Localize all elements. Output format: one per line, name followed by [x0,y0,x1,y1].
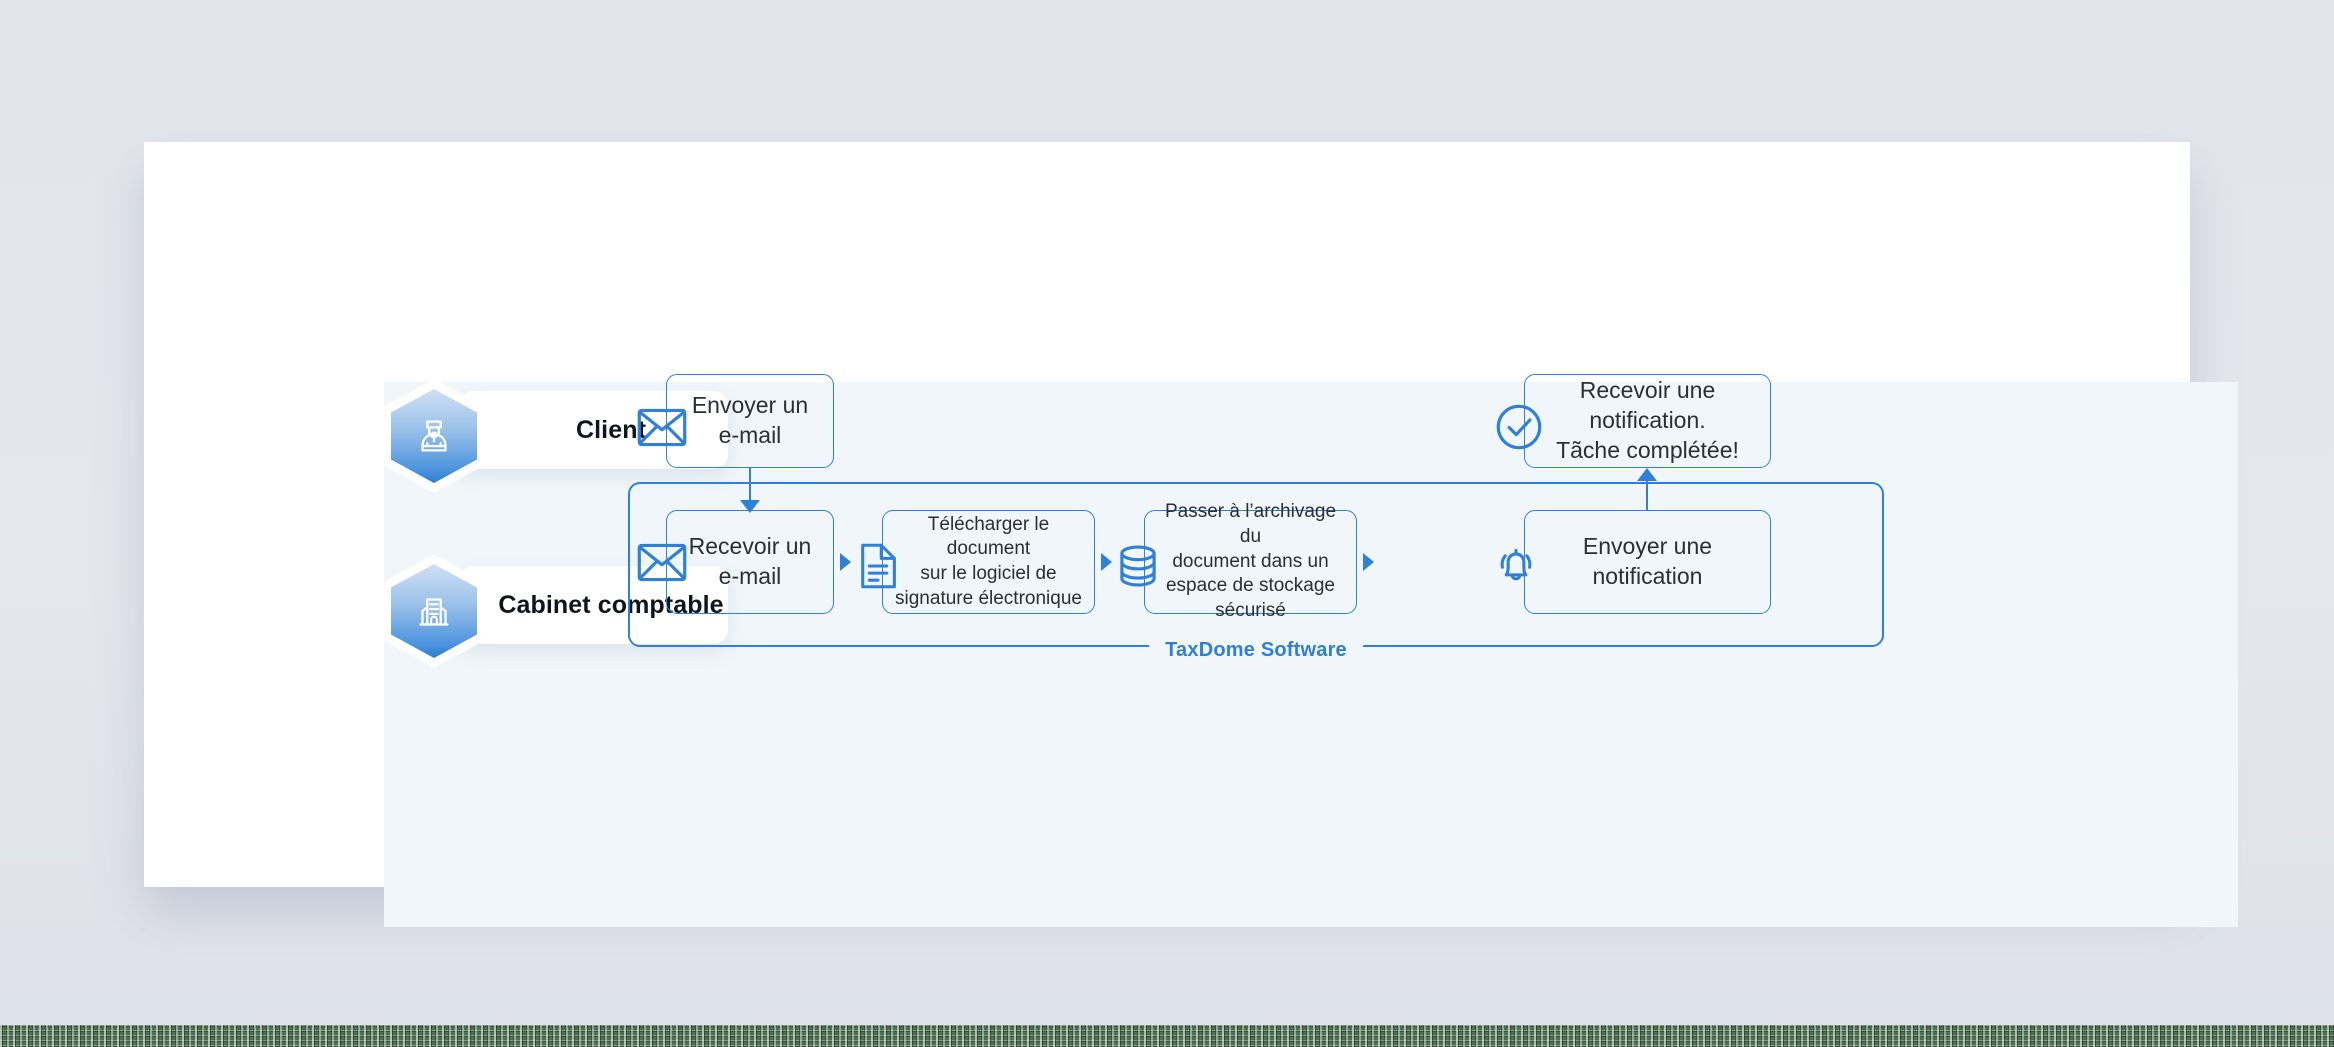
page-card: Client [144,142,2238,927]
bottom-strip-noise [0,1025,2334,1047]
connector-receive-to-upload [840,553,851,571]
office-building-icon [391,564,477,658]
role-label-client: Client [575,415,647,444]
document-icon [852,540,904,592]
step-box-archive-document[interactable]: Passer à l’archivage du document dans un… [1144,501,1357,621]
step-label-archive-document: Passer à l’archivage du document dans un… [1164,501,1337,622]
step-box-upload-document[interactable]: Télécharger le document sur le logiciel … [882,510,1095,614]
taxdome-software-label: TaxDome Software [1149,639,1363,662]
hexagon-frame-accounting-firm [382,554,486,668]
step-box-send-notification[interactable]: Envoyer une notification [1524,510,1771,614]
step-box-receive-email[interactable]: Recevoir un e-mail [666,510,834,614]
connector-upload-to-archive [1101,553,1112,571]
step-box-receive-notification[interactable]: Recevoir une notification. Tãche complét… [1524,374,1771,468]
hexagon-frame-client [382,379,486,493]
step-box-send-email[interactable]: Envoyer un e-mail [666,374,834,468]
envelope-icon-receive-email [634,539,690,585]
connector-archive-to-notify [1363,553,1374,571]
role-pill-accounting-firm: Cabinet comptable [460,566,728,644]
step-label-send-notification: Envoyer une notification [1582,533,1713,589]
bottom-texture-strip [0,1025,2334,1047]
person-icon [391,389,477,483]
database-icon [1112,542,1164,590]
role-badge-accounting-firm: Cabinet comptable [382,554,732,668]
step-label-upload-document: Télécharger le document sur le logiciel … [895,513,1082,609]
step-label-receive-notification: Recevoir une notification. Tãche complét… [1556,377,1739,463]
bell-icon [1488,539,1544,589]
taxdome-software-container: TaxDome Software [628,482,1884,662]
check-circle-icon [1491,402,1547,452]
step-label-receive-email: Recevoir un e-mail [688,533,812,589]
envelope-icon-send-email [634,404,690,450]
step-label-send-email: Envoyer un e-mail [691,392,809,448]
diagram-panel: Client [382,374,2238,927]
